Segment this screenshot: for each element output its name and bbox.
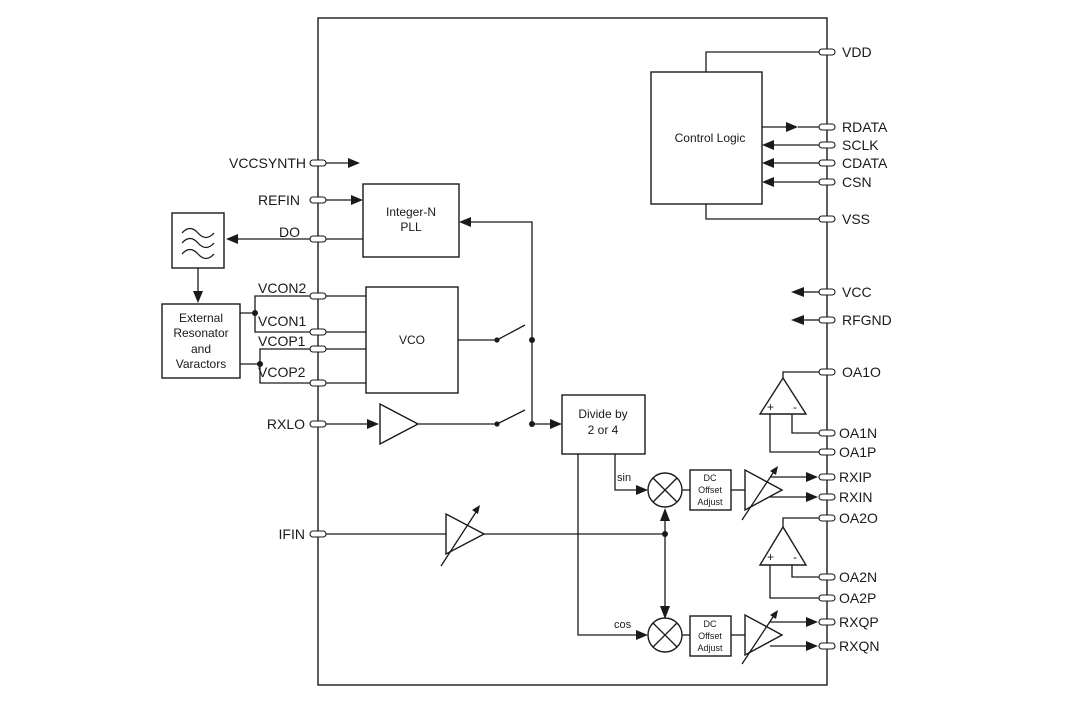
pin-label-vcon1: VCON1 [258, 313, 306, 329]
resonator-line3: and [191, 342, 211, 356]
pin-label-oa2p: OA2P [839, 590, 876, 606]
vco-block: VCO [365, 286, 535, 394]
control-logic-label: Control Logic [675, 131, 746, 145]
pin-oa1o [818, 368, 836, 376]
q-dc-offset-block [689, 615, 732, 657]
external-resonator-block: External Resonator and Varactors [161, 303, 241, 379]
integer-n-pll-block: Integer-N PLL [326, 183, 533, 425]
pin-label-vdd: VDD [842, 44, 872, 60]
pin-vcop1 [309, 345, 327, 353]
pin-label-refin: REFIN [258, 192, 300, 208]
pin-vcop2 [309, 379, 327, 387]
pin-oa1n [818, 429, 836, 437]
divider-block: Divide by 2 or 4 sin cos [561, 394, 648, 640]
vco-pin-wiring [240, 295, 366, 384]
pin-refin [309, 196, 327, 204]
rxlo-path [326, 402, 562, 446]
pin-csn [818, 178, 836, 186]
pin-label-rxip: RXIP [839, 469, 872, 485]
q-dc-line2: Offset [698, 631, 722, 641]
pin-vcon1 [309, 328, 327, 336]
pin-vdd [818, 48, 836, 56]
pin-label-sclk: SCLK [842, 137, 879, 153]
pin-label-rxqp: RXQP [839, 614, 879, 630]
pin-rdata [818, 123, 836, 131]
pin-label-csn: CSN [842, 174, 872, 190]
pin-rxqp [818, 618, 836, 626]
pin-oa2n [818, 573, 836, 581]
pin-label-oa1o: OA1O [842, 364, 881, 380]
divider-line2: 2 or 4 [588, 423, 619, 437]
pin-label-vss: VSS [842, 211, 870, 227]
i-dc-line1: DC [704, 473, 717, 483]
cos-label: cos [614, 619, 632, 631]
pin-label-oa1n: OA1N [839, 425, 877, 441]
pin-do [309, 235, 327, 243]
pin-label-vccsynth: VCCSYNTH [229, 155, 306, 171]
pin-label-rfgnd: RFGND [842, 312, 892, 328]
pin-rxip [818, 473, 836, 481]
pin-label-rxin: RXIN [839, 489, 872, 505]
pin-rfgnd [818, 316, 836, 324]
pin-ifin [309, 530, 327, 538]
vccsynth-arrow [326, 158, 360, 168]
pll-label-line2: PLL [400, 220, 422, 234]
control-logic-block: Control Logic [650, 51, 819, 220]
pin-oa2o [818, 514, 836, 522]
pin-label-ifin: IFIN [279, 526, 305, 542]
pin-oa2p [818, 594, 836, 602]
opamp-2-minus: - [793, 550, 797, 564]
ifin-path [326, 505, 670, 619]
opamp-2-plus: + [767, 550, 774, 564]
q-dc-line1: DC [704, 619, 717, 629]
pin-label-rxqn: RXQN [839, 638, 879, 654]
opamp-2-icon [758, 525, 808, 566]
left-pins: VCCSYNTH REFIN DO VCON2 VCON1 VCOP1 VCOP… [229, 155, 327, 542]
i-channel: DC Offset Adjust [647, 466, 818, 521]
resonator-line1: External [179, 311, 223, 325]
q-channel: DC Offset Adjust [647, 610, 818, 665]
resonator-line2: Resonator [173, 326, 228, 340]
pin-label-vcop1: VCOP1 [258, 333, 306, 349]
pin-label-vcon2: VCON2 [258, 280, 306, 296]
pll-label-line1: Integer-N [386, 205, 436, 219]
opamp-1-icon [758, 376, 808, 415]
opamp-1: + - [758, 371, 819, 453]
pin-rxin [818, 493, 836, 501]
q-dc-line3: Adjust [697, 643, 723, 653]
i-output-amp-icon [744, 468, 784, 512]
pin-vccsynth [309, 159, 327, 167]
pin-vss [818, 215, 836, 223]
vco-label: VCO [399, 333, 425, 347]
pin-vcon2 [309, 292, 327, 300]
loop-filter-icon [171, 212, 310, 303]
i-dc-line2: Offset [698, 485, 722, 495]
sin-label: sin [617, 472, 631, 484]
supply-arrows-right [791, 287, 819, 325]
i-dc-line3: Adjust [697, 497, 723, 507]
pin-label-rdata: RDATA [842, 119, 888, 135]
pin-label-oa1p: OA1P [839, 444, 876, 460]
rxlo-buffer-icon [379, 402, 420, 446]
pin-label-vcc: VCC [842, 284, 872, 300]
opamp-2: + - [758, 517, 819, 599]
pin-label-oa2o: OA2O [839, 510, 878, 526]
divider-line1: Divide by [578, 407, 627, 421]
pin-cdata [818, 159, 836, 167]
opamp-1-plus: + [767, 400, 774, 414]
pin-sclk [818, 141, 836, 149]
pin-label-oa2n: OA2N [839, 569, 877, 585]
pin-label-rxlo: RXLO [267, 416, 305, 432]
right-pins: VDD RDATA SCLK CDATA CSN VSS VCC RFGND O… [818, 44, 892, 654]
pin-label-do: DO [279, 224, 300, 240]
pin-label-cdata: CDATA [842, 155, 888, 171]
pin-oa1p [818, 448, 836, 456]
pin-rxlo [309, 420, 327, 428]
pin-rxqn [818, 642, 836, 650]
pin-vcc [818, 288, 836, 296]
resonator-line4: Varactors [176, 357, 226, 371]
pin-label-vcop2: VCOP2 [258, 364, 306, 380]
opamp-1-minus: - [793, 400, 797, 414]
